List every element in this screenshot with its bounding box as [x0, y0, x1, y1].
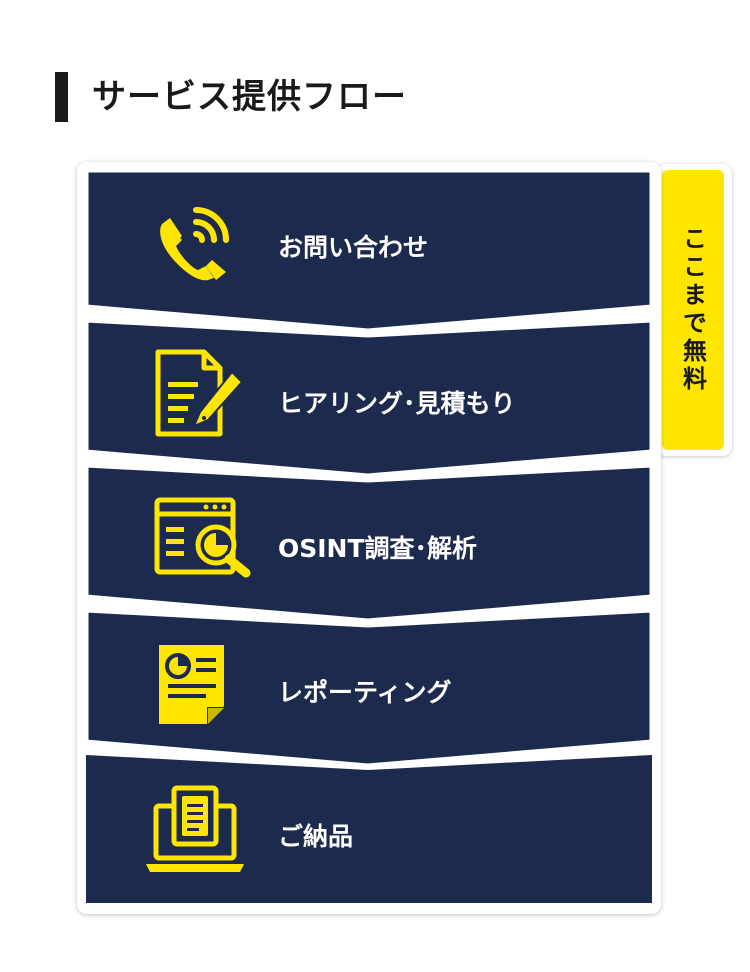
- step-label-reporting: レポーティング: [278, 678, 452, 707]
- free-badge-text: ここまで無料: [678, 226, 707, 394]
- free-badge-fill: ここまで無料: [662, 170, 724, 450]
- step-panel-3: [83, 462, 655, 624]
- report-chart-icon: [159, 645, 224, 724]
- step-panel-4: [83, 607, 655, 769]
- phone-icon: [160, 207, 229, 281]
- title-accent-bar: [55, 72, 68, 122]
- free-badge: ここまで無料: [656, 164, 732, 456]
- laptop-delivery-icon: [146, 785, 244, 872]
- step-panel-1: [83, 167, 655, 334]
- step-label-hearing-estimate: ヒアリング･見積もり: [278, 389, 516, 418]
- analysis-browser-icon: [154, 497, 251, 578]
- step-label-osint-analysis: OSINT調査･解析: [278, 534, 478, 563]
- step-label-inquiry: お問い合わせ: [278, 233, 429, 262]
- step-panel-2: [83, 317, 655, 479]
- step-label-delivery: ご納品: [278, 822, 354, 851]
- document-pen-icon: [155, 349, 244, 437]
- page-title: サービス提供フロー: [92, 77, 407, 117]
